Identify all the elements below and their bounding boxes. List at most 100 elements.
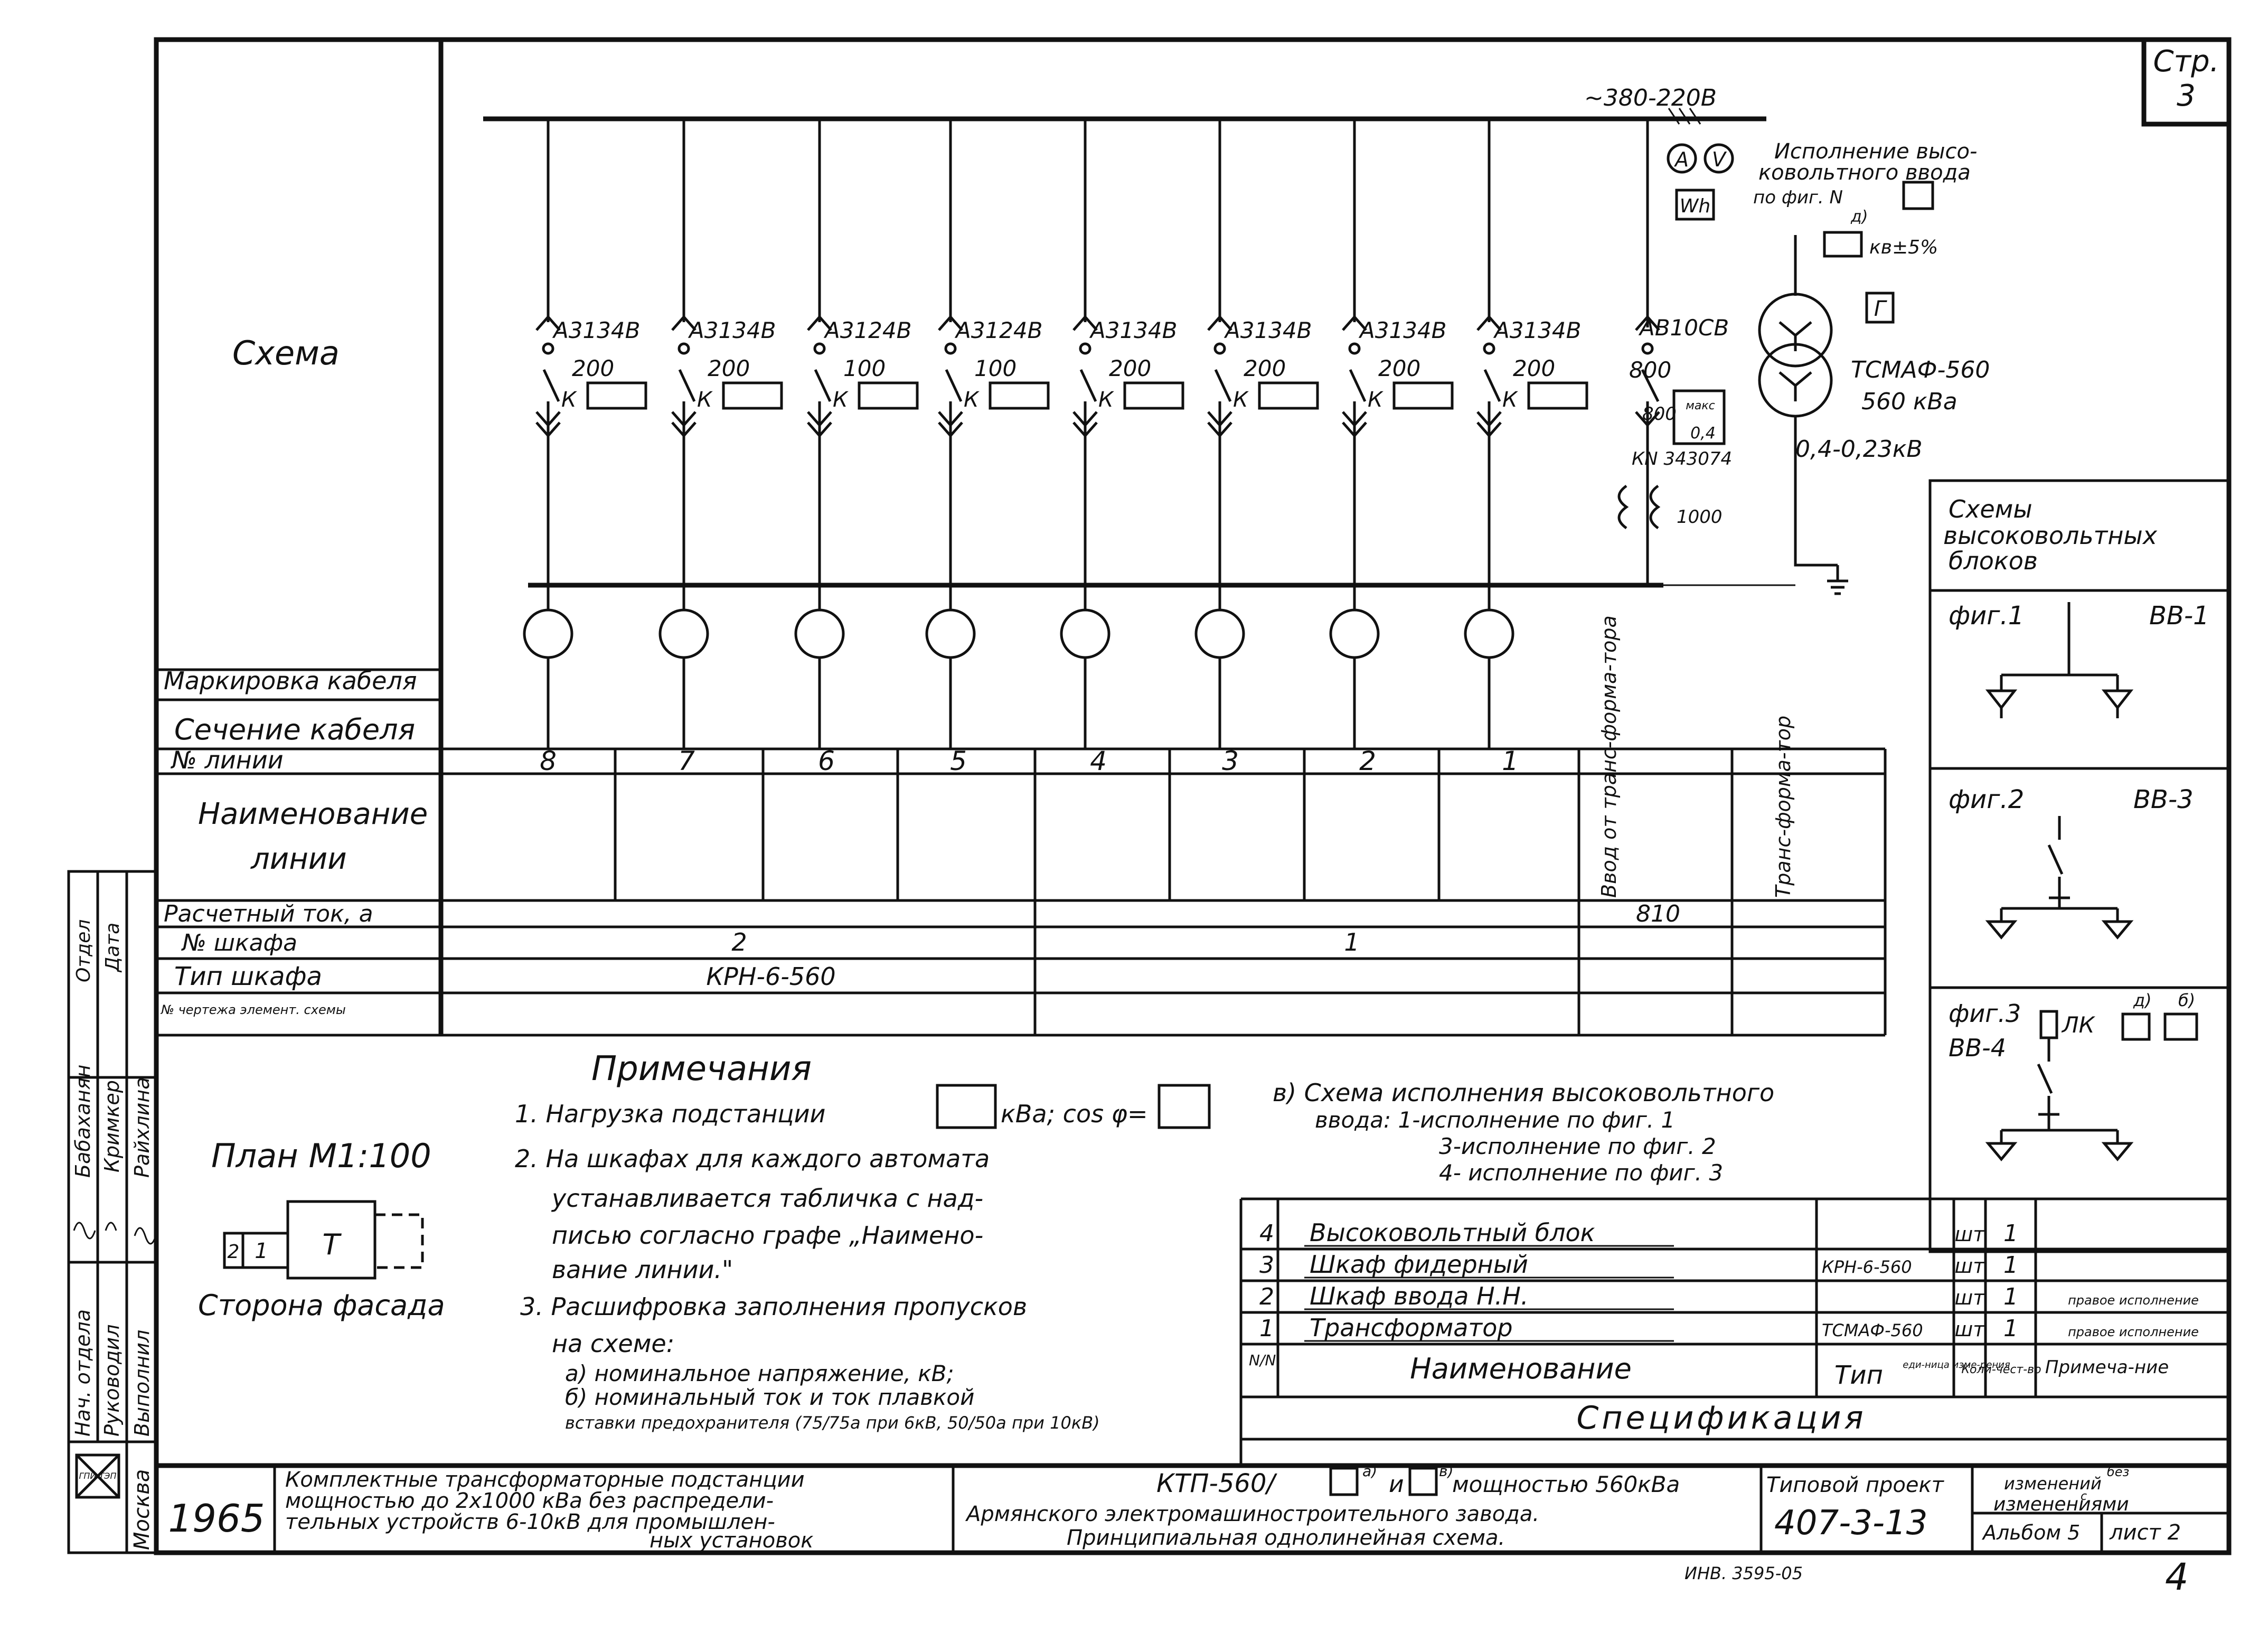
main-relay-box bbox=[1672, 389, 1726, 445]
feeder-breaker-rating: 200 bbox=[1378, 355, 1420, 381]
feeder-switch-icon bbox=[678, 369, 696, 402]
line-number-cell: 8 bbox=[540, 746, 557, 776]
main-breaker-rating: 800 bbox=[1629, 357, 1671, 383]
feeder-breaker-rating: 200 bbox=[572, 355, 614, 381]
note-2d: вание линии." bbox=[552, 1255, 733, 1284]
fig3-box-d bbox=[2121, 1012, 2151, 1041]
feeder-arrow-top-icon bbox=[671, 315, 697, 331]
line-number-cell: 1 bbox=[1502, 746, 1519, 776]
tb-left-4: ных установок bbox=[650, 1528, 813, 1553]
feeder-breaker-type: А3134В bbox=[552, 317, 640, 343]
row-label-cabinet-no: № шкафа bbox=[181, 930, 297, 956]
row-label-drawing-no: № чертежа элемент. схемы bbox=[160, 1002, 346, 1017]
fig3-diagram bbox=[2000, 1038, 2119, 1143]
hv-tap: кв±5% bbox=[1869, 237, 1938, 258]
tb-box-a bbox=[1329, 1467, 1359, 1496]
tb-mid-3: Принципиальная однолинейная схема. bbox=[1067, 1526, 1505, 1550]
changes-3: с bbox=[2081, 1490, 2087, 1503]
role-3: Выполнил bbox=[130, 1330, 154, 1437]
feeder-contact-box bbox=[1527, 381, 1588, 410]
note-2b: устанавливается табличка с над- bbox=[551, 1184, 983, 1213]
hv-blocks-title-2: высоковольтных bbox=[1943, 521, 2158, 550]
cable-termination-icon bbox=[658, 608, 709, 659]
fig3-lk: ЛК bbox=[2061, 1012, 2096, 1038]
transformer-type: ТСМАФ-560 bbox=[1851, 356, 1990, 383]
spec-row-unit: шт bbox=[1955, 1254, 1986, 1278]
current-transformer-icon bbox=[1617, 484, 1661, 530]
fig1-label: фиг.1 bbox=[1949, 601, 2024, 631]
feeder-contact-icon bbox=[542, 342, 554, 355]
spec-h-type: Тип bbox=[1834, 1360, 1883, 1390]
hv-blocks-title-1: Схемы bbox=[1949, 495, 2032, 523]
feeder-breaker-type: А3134В bbox=[1493, 317, 1581, 343]
main-relay-value: 0,4 bbox=[1690, 424, 1716, 443]
feeder-contact-box bbox=[989, 381, 1050, 410]
transformer-hv-winding bbox=[1758, 293, 1833, 368]
handwritten-signatures bbox=[73, 1222, 157, 1245]
cable-termination-icon bbox=[1060, 608, 1111, 659]
input-breaker-arrow-top bbox=[1635, 315, 1660, 331]
city: Москва bbox=[130, 1469, 154, 1550]
role-2: Руководил bbox=[100, 1324, 124, 1437]
spec-row-no: 4 bbox=[1259, 1220, 1274, 1247]
fig3-cable-icons bbox=[1985, 1142, 2134, 1161]
tb-left-1: Комплектные трансформаторные подстанции bbox=[285, 1468, 805, 1492]
table-columns bbox=[439, 749, 1734, 1035]
cabinet-type-2: КРН-6-560 bbox=[706, 962, 835, 991]
relay-box bbox=[1865, 292, 1895, 324]
fig1-diagram bbox=[2000, 602, 2119, 691]
feeder-switch-icon bbox=[945, 369, 963, 402]
feeder-contact-label: К bbox=[1368, 388, 1384, 412]
handwritten-page: 4 bbox=[2165, 1555, 2189, 1599]
note-3a: 3. Расшифровка заполнения пропусков bbox=[520, 1292, 1027, 1321]
note-v-d: 4- исполнение по фиг. 3 bbox=[1439, 1160, 1723, 1186]
energy-meter-icon bbox=[1675, 189, 1715, 221]
tb-mid-1a: КТП-560/ bbox=[1156, 1469, 1277, 1498]
plan-cell-2-label: 2 bbox=[228, 1241, 240, 1263]
spec-h-note: Примеча-ние bbox=[2045, 1357, 2169, 1378]
note-1b: кВа; cos φ= bbox=[1001, 1100, 1148, 1128]
spec-title: Спецификация bbox=[1576, 1400, 1866, 1437]
note-v-a: в) Схема исполнения высоковольтного bbox=[1273, 1078, 1774, 1107]
feeder-breaker-type: А3134В bbox=[1358, 317, 1446, 343]
voltmeter-label: V bbox=[1712, 148, 1727, 171]
note-3c: а) номинальное напряжение, кВ; bbox=[565, 1360, 954, 1386]
spec-row-unit: шт bbox=[1955, 1286, 1986, 1309]
page-number: 3 bbox=[2177, 79, 2196, 113]
name-2: Кримкер bbox=[100, 1080, 124, 1172]
sheet-no: лист 2 bbox=[2109, 1521, 2181, 1545]
handwritten-ref: ИНВ. 3595-05 bbox=[1684, 1563, 1803, 1583]
fig3-code: ВВ-4 bbox=[1949, 1034, 2006, 1062]
feeder-contact-label: К bbox=[1098, 388, 1114, 412]
hv-blocks-panel bbox=[1928, 479, 2231, 1253]
feeder-contact-icon bbox=[1079, 342, 1091, 355]
note-3b: на схеме: bbox=[552, 1329, 674, 1358]
feeder-contact-label: К bbox=[964, 388, 980, 412]
feeder-breaker-type: А3134В bbox=[1089, 317, 1177, 343]
feeder-switch-icon bbox=[814, 369, 832, 402]
input-current: 810 bbox=[1636, 900, 1680, 927]
col-dept: Отдел bbox=[73, 919, 95, 982]
wye-lv-icon bbox=[1778, 371, 1812, 401]
note-v-b: ввода: 1-исполнение по фиг. 1 bbox=[1315, 1107, 1675, 1133]
changes-2: изменений bbox=[2004, 1474, 2102, 1494]
line-number-cell: 3 bbox=[1222, 746, 1239, 776]
spec-row-name: Шкаф ввода Н.Н. bbox=[1310, 1282, 1529, 1310]
supply-voltage: ~380-220В bbox=[1584, 85, 1717, 111]
ct-rating: 1000 bbox=[1677, 506, 1723, 528]
spec-row-no: 1 bbox=[1259, 1315, 1274, 1342]
tb-mid-1b: а) bbox=[1362, 1462, 1377, 1480]
feeder-switch-icon bbox=[1214, 369, 1232, 402]
name-3: Райхлина bbox=[130, 1077, 154, 1178]
tb-left-3: тельных устройств 6-10кВ для промышлен- bbox=[285, 1510, 775, 1534]
col-date: Дата bbox=[102, 923, 124, 973]
wye-hv-icon bbox=[1778, 321, 1812, 351]
transformer-power: 560 кВа bbox=[1861, 388, 1958, 415]
col-input-name: Ввод от транс-форма-тора bbox=[1597, 615, 1621, 898]
feeder-contact-icon bbox=[1483, 342, 1495, 355]
hv-voltage-box bbox=[1823, 231, 1863, 258]
tb-left-2: мощностью до 2х1000 кВа без распредели- bbox=[285, 1489, 774, 1513]
input-breaker-switch bbox=[1641, 369, 1660, 402]
tb-box-v bbox=[1408, 1467, 1438, 1496]
